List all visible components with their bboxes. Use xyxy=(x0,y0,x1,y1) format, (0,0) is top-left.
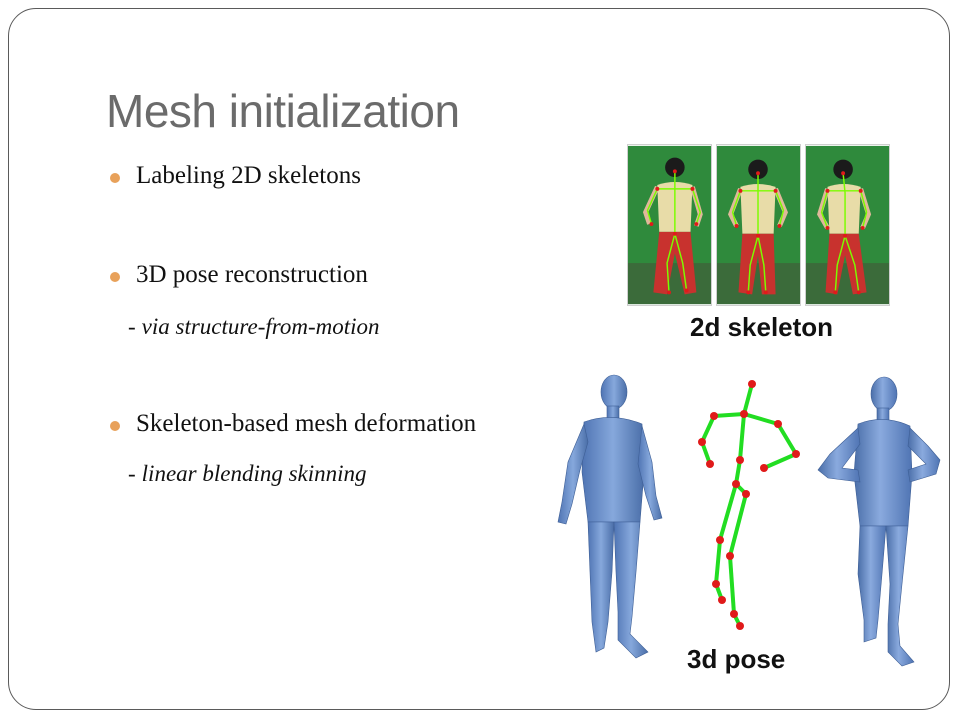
slide-frame xyxy=(8,8,950,710)
slide-title: Mesh initialization xyxy=(106,85,460,137)
sub-dash: - xyxy=(128,314,136,339)
caption-3d-pose: 3d pose xyxy=(687,644,786,674)
skeleton-3d xyxy=(698,380,800,630)
bullet-dot xyxy=(110,421,120,431)
bullet-dot xyxy=(110,272,120,282)
skeleton-photo-3 xyxy=(805,144,890,306)
mesh-figure-right xyxy=(817,376,941,667)
bullet-text: Labeling 2D skeletons xyxy=(136,162,361,189)
bullet-dot xyxy=(110,173,120,183)
caption-2d-skeleton: 2d skeleton xyxy=(690,312,834,342)
skeleton-photo-1 xyxy=(627,144,712,306)
sub-bullet-lbs: -linear blending skinning xyxy=(128,461,367,487)
sub-text: via structure-from-motion xyxy=(141,314,380,339)
bullet-text: 3D pose reconstruction xyxy=(136,261,368,288)
sub-dash: - xyxy=(128,461,136,486)
skeleton-photo-2 xyxy=(716,144,801,306)
sub-bullet-sfm: -via structure-from-motion xyxy=(128,314,380,340)
bullet-text: Skeleton-based mesh deformation xyxy=(136,410,477,437)
mesh-figure-left xyxy=(557,374,663,659)
sub-text: linear blending skinning xyxy=(141,461,367,486)
